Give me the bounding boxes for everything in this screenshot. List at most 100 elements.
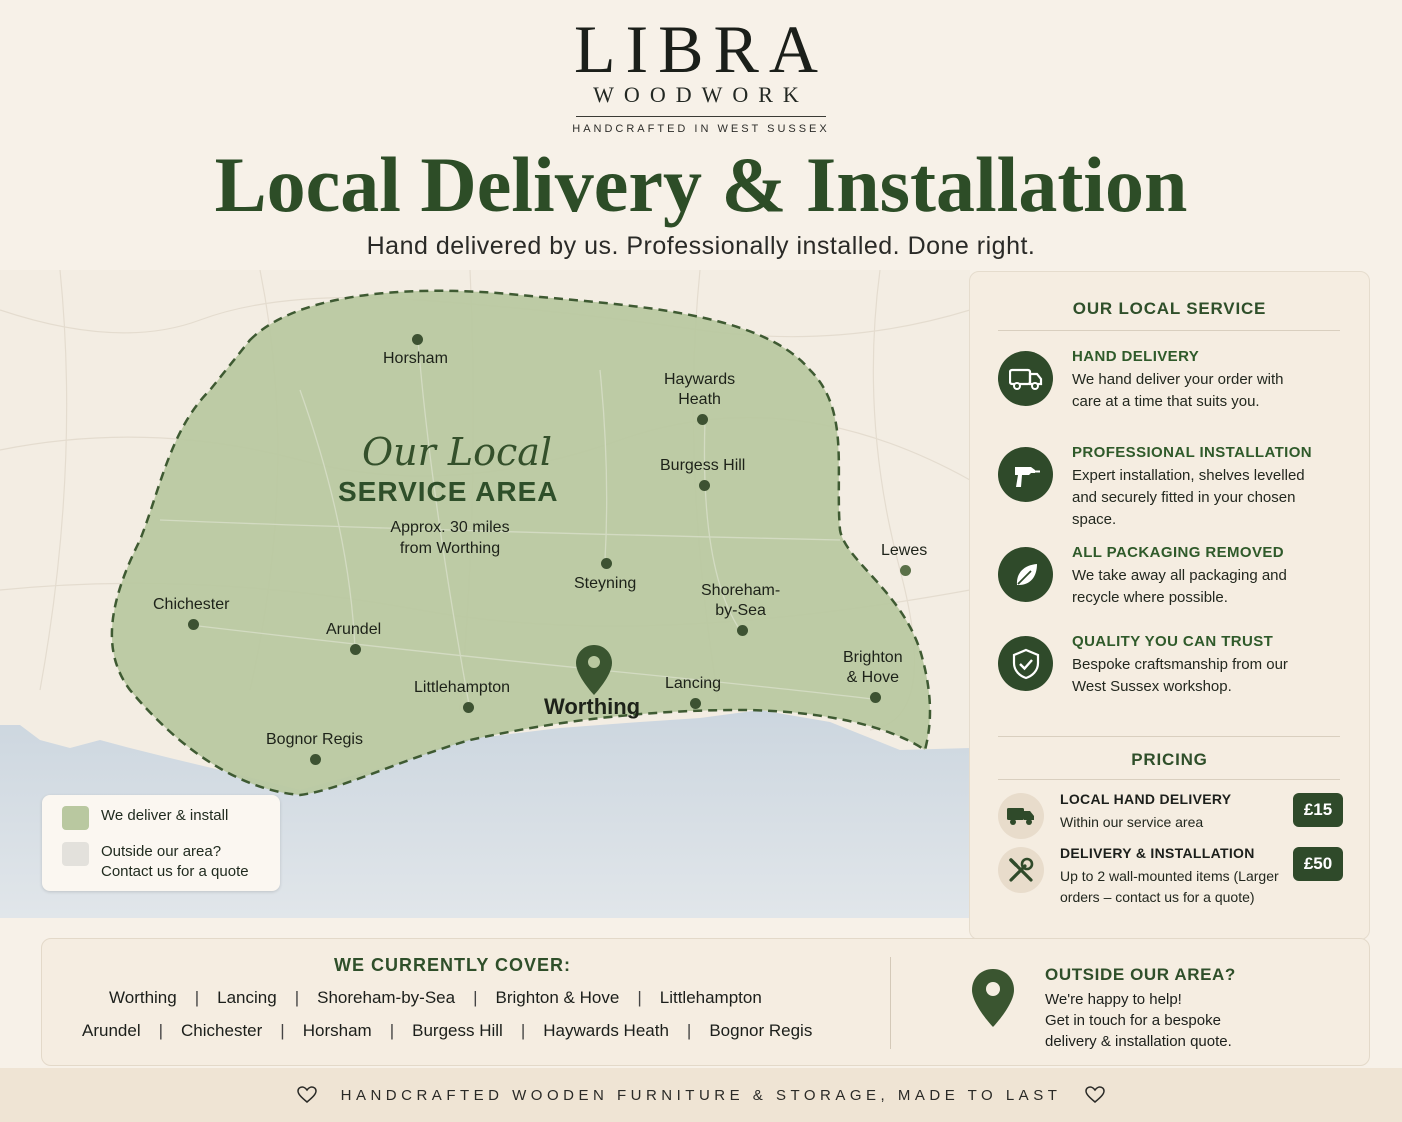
coverage-town: Horsham [302, 1021, 372, 1040]
marker-lewes [900, 565, 911, 576]
town-steyning: Steyning [574, 575, 637, 592]
feature-text: Expert installation, shelves levelled an… [1072, 467, 1305, 528]
coverage-town: Haywards Heath [543, 1021, 669, 1040]
heart-icon [296, 1086, 317, 1103]
price-text: Up to 2 wall-mounted items (Larger order… [1060, 868, 1279, 905]
brand-sub: WOODWORK [593, 82, 809, 107]
coverage-box: WE CURRENTLY COVER: Worthing|Lancing|Sho… [41, 938, 1370, 1066]
coverage-town: Lancing [217, 988, 277, 1007]
coverage-separator: | [389, 1021, 395, 1040]
legend-outside-line1: Outside our area? [101, 843, 222, 860]
town-brighton-hove: Brighton & Hove [843, 648, 903, 688]
outside-area-title: OUTSIDE OUR AREA? [1045, 965, 1236, 984]
page-title: Local Delivery & Installation [214, 141, 1188, 228]
map-graphic [0, 270, 970, 918]
coverage-separator: | [686, 1021, 692, 1040]
coverage-row-2: Arundel|Chichester|Horsham|Burgess Hill|… [82, 1021, 812, 1041]
coverage-town: Littlehampton [659, 988, 762, 1007]
coverage-town: Chichester [181, 1021, 263, 1040]
legend-inside: We deliver & install [62, 806, 228, 830]
town-chichester: Chichester [153, 596, 230, 613]
town-brighton-line2: & Hove [846, 669, 900, 686]
marker-bognor-regis [310, 754, 321, 765]
worthing-pin-icon [576, 645, 612, 695]
brand-tagline: HANDCRAFTED IN WEST SUSSEX [572, 123, 830, 135]
town-littlehampton: Littlehampton [414, 679, 511, 696]
location-pin-icon [972, 969, 1014, 1027]
price-title: DELIVERY & INSTALLATION [1060, 845, 1255, 861]
radius-line-2: from Worthing [399, 540, 501, 557]
feature-text: We take away all packaging and recycle w… [1072, 567, 1287, 606]
town-lewes: Lewes [881, 542, 928, 559]
coverage-town: Worthing [109, 988, 177, 1007]
coverage-town: Bognor Regis [709, 1021, 813, 1040]
town-shoreham-line2: by-Sea [715, 602, 766, 619]
footer-banner: HANDCRAFTED WOODEN FURNITURE & STORAGE, … [0, 1068, 1402, 1122]
feature-title: ALL PACKAGING REMOVED [1072, 544, 1285, 561]
town-bognor-regis: Bognor Regis [266, 731, 363, 748]
marker-steyning [601, 558, 612, 569]
marker-horsham [412, 334, 423, 345]
pricing-divider [998, 779, 1340, 780]
marker-arundel [350, 644, 361, 655]
truck-icon [998, 793, 1044, 839]
page-subtitle: Hand delivered by us. Professionally ins… [366, 232, 1036, 260]
legend-outside: Outside our area? Contact us for a quote [62, 842, 249, 882]
town-shoreham: Shoreham- by-Sea [701, 581, 780, 621]
leaf-icon [998, 547, 1053, 602]
service-area-script: Our Local [362, 430, 553, 474]
price-text: Within our service area [1060, 814, 1204, 830]
feature-title: HAND DELIVERY [1072, 348, 1200, 365]
town-worthing: Worthing [544, 694, 641, 719]
tools-icon [998, 847, 1044, 893]
drill-icon [998, 447, 1053, 502]
feature-text: Bespoke craftsmanship from our West Suss… [1072, 656, 1288, 695]
radius-line-1: Approx. 30 miles [390, 519, 510, 536]
coverage-row-1: Worthing|Lancing|Shoreham-by-Sea|Brighto… [109, 988, 762, 1008]
legend-outside-line2: Contact us for a quote [101, 863, 249, 880]
town-brighton-line1: Brighton [843, 649, 903, 666]
pricing-heading: PRICING [1131, 750, 1208, 769]
marker-chichester [188, 619, 199, 630]
marker-shoreham [737, 625, 748, 636]
legend-inside-label: We deliver & install [101, 807, 229, 824]
coverage-separator: | [473, 988, 478, 1007]
marker-brighton-hove [870, 692, 881, 703]
coverage-town: Burgess Hill [412, 1021, 503, 1040]
feature-text: We hand deliver your order with care at … [1072, 371, 1284, 410]
service-area-roads [159, 339, 881, 711]
brand-divider [576, 116, 826, 117]
coverage-separator: | [280, 1021, 285, 1040]
outside-area-text: We're happy to help! Get in touch for a … [1045, 989, 1295, 1052]
town-haywards-line2: Heath [678, 391, 721, 408]
legend-swatch-inside [62, 806, 89, 830]
coverage-title: WE CURRENTLY COVER: [334, 955, 572, 975]
price-badge: £15 [1293, 793, 1343, 827]
coverage-town: Shoreham-by-Sea [317, 988, 456, 1007]
service-panel: OUR LOCAL SERVICE HAND DELIVERY We hand … [969, 271, 1370, 940]
service-heading: OUR LOCAL SERVICE [1072, 299, 1267, 318]
price-badge: £50 [1293, 847, 1343, 881]
coverage-separator: | [194, 988, 200, 1007]
service-divider [998, 330, 1340, 331]
town-haywards-heath: Haywards Heath [664, 370, 735, 410]
legend-swatch-outside [62, 842, 89, 866]
outside-line-2: Get in touch for a bespoke [1045, 1012, 1221, 1029]
town-shoreham-line1: Shoreham- [701, 582, 781, 599]
shield-check-icon [998, 636, 1053, 691]
service-area-radius: Approx. 30 miles from Worthing [360, 517, 540, 559]
map-legend: We deliver & install Outside our area? C… [42, 795, 280, 891]
service-area-boundary [110, 289, 932, 797]
coverage-separator: | [158, 1021, 164, 1040]
coverage-separator: | [520, 1021, 526, 1040]
service-area-title: SERVICE AREA [338, 476, 559, 507]
coverage-divider [890, 957, 891, 1049]
footer-text: HANDCRAFTED WOODEN FURNITURE & STORAGE, … [340, 1086, 1062, 1104]
brand-name: LIBRA [574, 11, 828, 87]
heart-icon [1085, 1086, 1106, 1103]
service-area-map: Our Local SERVICE AREA Approx. 30 miles … [0, 270, 970, 918]
town-arundel: Arundel [326, 621, 382, 638]
town-haywards-line1: Haywards [664, 371, 736, 388]
feature-title: QUALITY YOU CAN TRUST [1072, 633, 1274, 650]
coverage-separator: | [294, 988, 300, 1007]
